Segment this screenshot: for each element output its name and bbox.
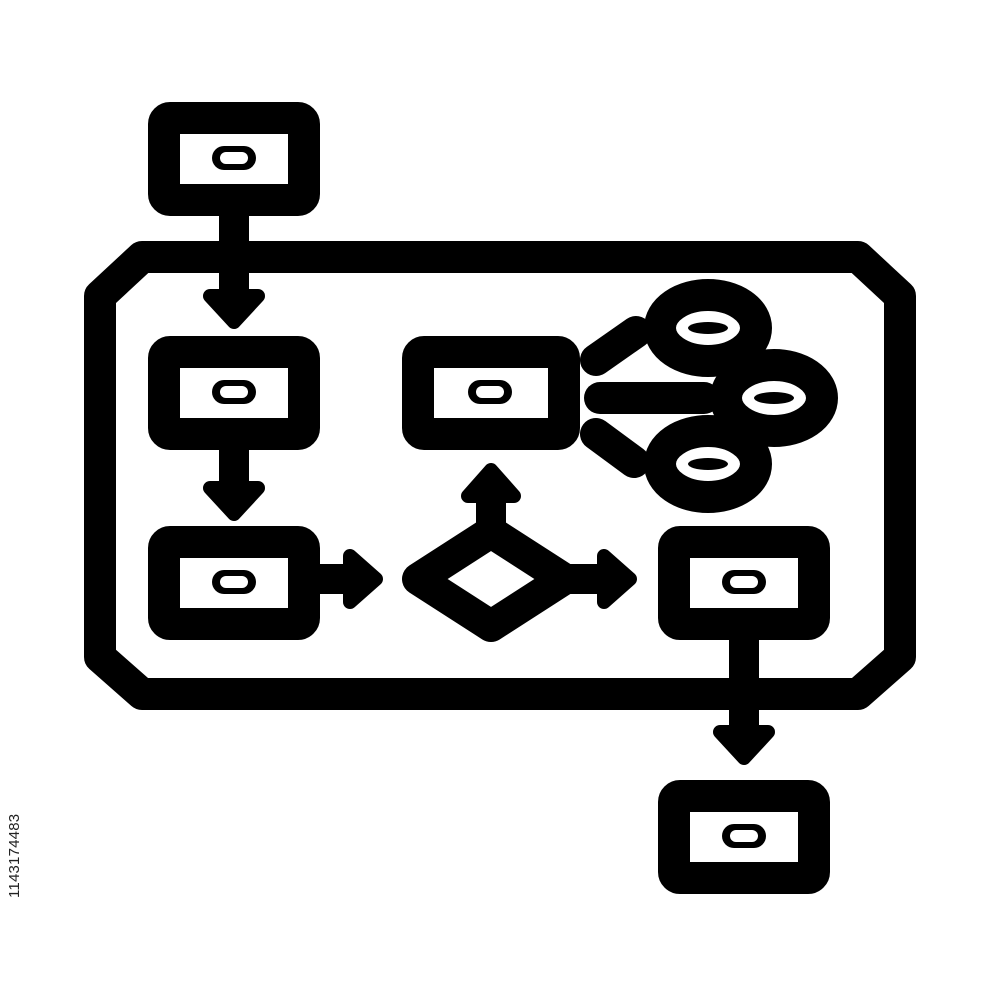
branch-lines [580, 316, 720, 478]
arrow-up [461, 463, 521, 547]
arrow-right-1 [289, 549, 383, 609]
arrow-right-2 [549, 549, 637, 609]
result-circle-1 [644, 279, 772, 377]
container-frame [84, 241, 916, 710]
result-circle-2 [710, 349, 838, 447]
box-bottom-outside [658, 780, 830, 894]
box-center-top [402, 336, 580, 450]
arrow-down-1 [203, 185, 265, 329]
arrow-down-2 [203, 419, 265, 521]
result-circle-3 [644, 415, 772, 513]
box-left-bottom [148, 526, 320, 640]
arrow-down-3 [713, 609, 775, 765]
stock-id-text: 1143174483 [6, 813, 23, 898]
